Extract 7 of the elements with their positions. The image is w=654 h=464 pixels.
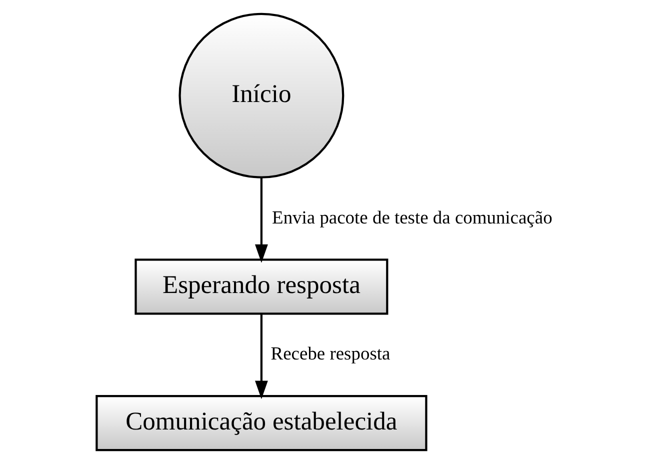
arrow [254,177,268,263]
edge-label: Envia pacote de teste da comunicação [272,207,552,228]
node-box: Esperando resposta [134,258,388,315]
edge-label: Recebe resposta [270,344,390,364]
node-circle: Início [178,12,344,178]
node-box: Comunicação estabelecida [95,395,427,452]
arrow [254,314,268,400]
